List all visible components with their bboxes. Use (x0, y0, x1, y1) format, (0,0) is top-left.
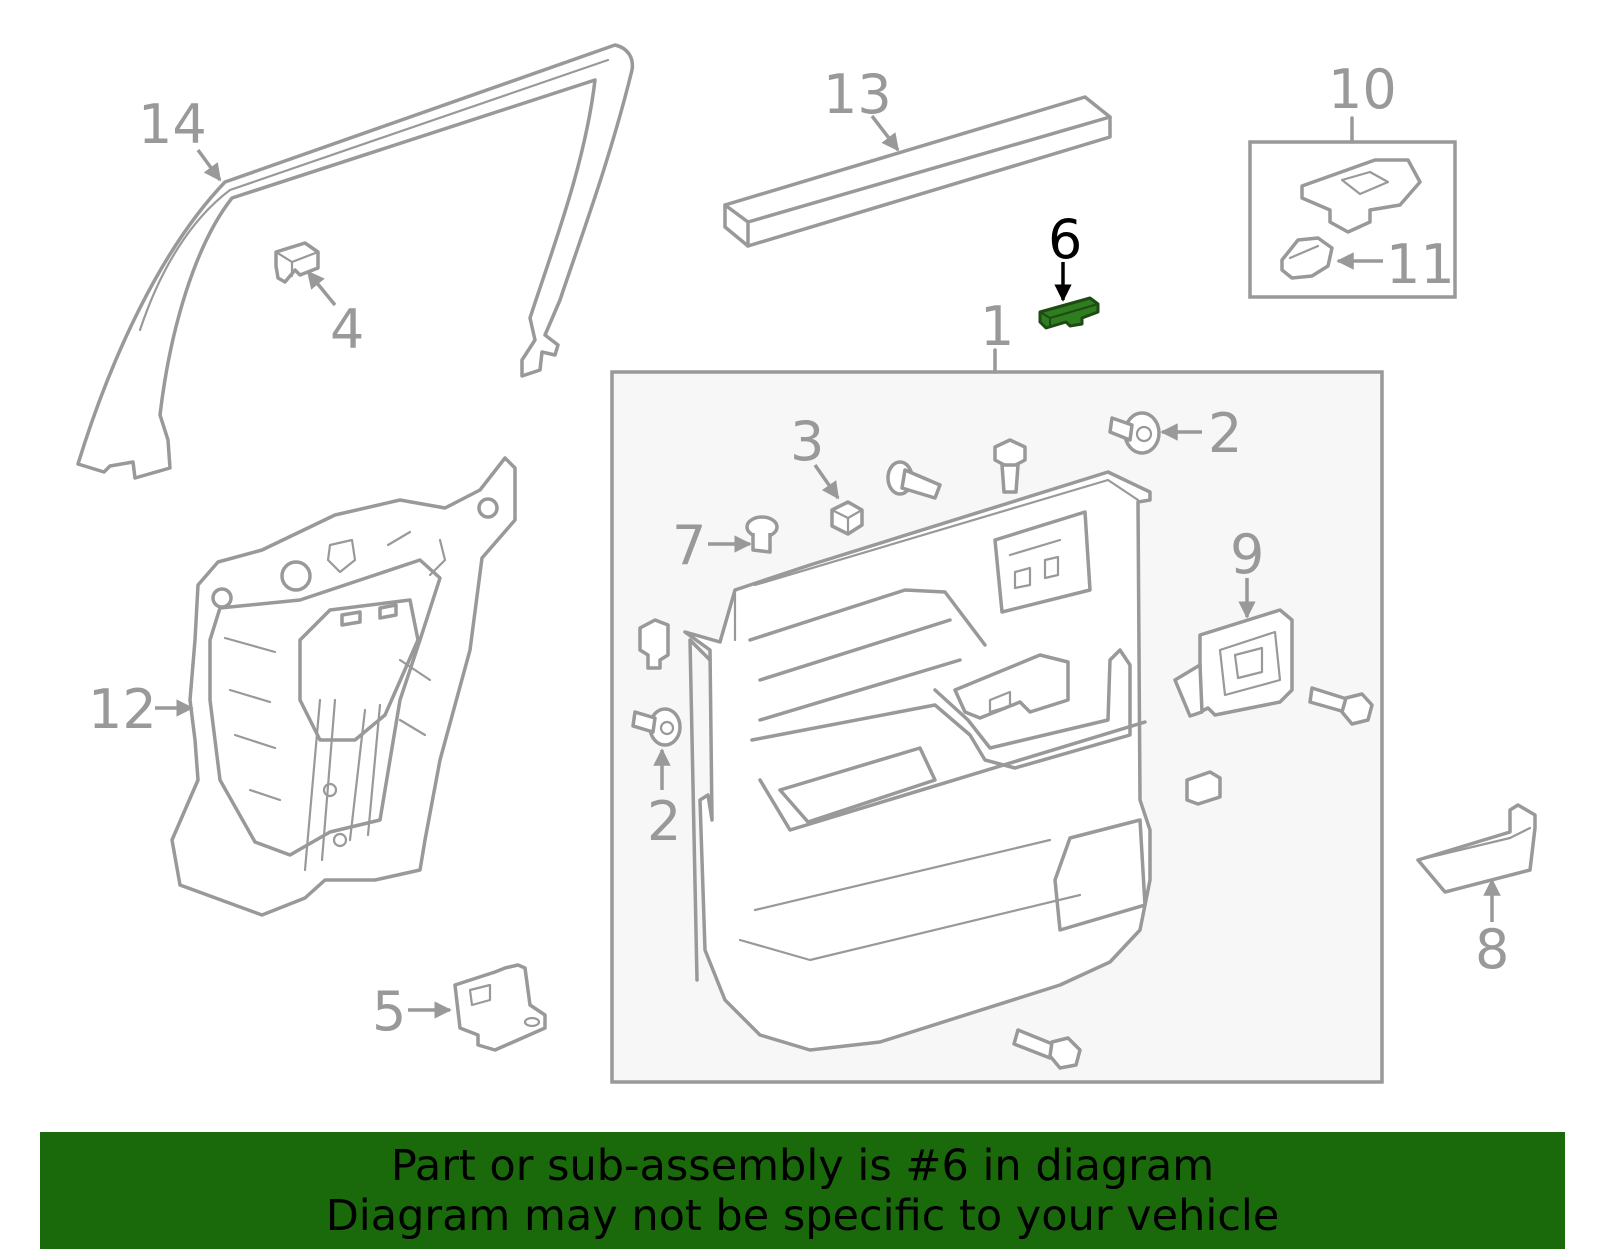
callout-2-upper: 2 (1160, 402, 1242, 465)
callout-3-label: 3 (790, 410, 824, 473)
callout-14-label: 14 (138, 93, 207, 156)
door-trim-panel (683, 470, 1152, 1052)
part-13-weatherstrip (723, 95, 1112, 248)
callout-3: 3 (790, 410, 840, 500)
part-3-nut (830, 500, 864, 536)
callout-11-label: 11 (1386, 233, 1455, 296)
part-6-highlighted[interactable] (1038, 296, 1100, 330)
callout-13-label: 13 (823, 63, 892, 126)
bolt-top-center (993, 438, 1027, 494)
callout-5: 5 (372, 980, 452, 1043)
part-11-switch-bezel (1280, 236, 1334, 280)
info-banner: Part or sub-assembly is #6 in diagram Di… (40, 1132, 1565, 1249)
callout-4: 4 (306, 270, 364, 361)
screw-top-center (886, 460, 942, 500)
part-8-lower-molding (1416, 803, 1537, 894)
clip-left (638, 618, 670, 670)
banner-line-2: Diagram may not be specific to your vehi… (325, 1190, 1280, 1241)
banner-background (40, 1132, 1565, 1249)
part-5-bracket (453, 963, 547, 1052)
callout-8: 8 (1475, 878, 1509, 981)
clip-right (1185, 770, 1222, 806)
callout-13: 13 (823, 63, 900, 152)
bolt-bottom (1012, 1028, 1082, 1070)
callout-14: 14 (138, 93, 222, 182)
callout-9-label: 9 (1230, 523, 1264, 586)
callout-2-upper-label: 2 (1208, 402, 1242, 465)
callout-6: 6 (1048, 208, 1082, 302)
bolt-right (1308, 686, 1374, 726)
part-12-inner-panel (170, 456, 517, 917)
callout-4-label: 4 (330, 298, 364, 361)
part-2-push-pin-lower (631, 707, 682, 747)
callout-2-lower-label: 2 (647, 790, 681, 853)
callout-10: 10 (1328, 58, 1397, 144)
banner-line-1: Part or sub-assembly is #6 in diagram (390, 1140, 1215, 1191)
callout-1: 1 (980, 295, 1014, 374)
callout-7: 7 (672, 514, 752, 577)
callout-1-label: 1 (980, 295, 1014, 358)
callout-9: 9 (1230, 523, 1264, 619)
part-2-push-pin-upper (1108, 411, 1161, 455)
callout-11: 11 (1336, 233, 1455, 296)
part-7-grommet (745, 515, 779, 554)
callout-2-lower: 2 (647, 748, 681, 853)
callout-6-label: 6 (1048, 208, 1082, 271)
callout-12: 12 (88, 678, 194, 741)
part-9-door-handle (1173, 608, 1294, 718)
callout-10-label: 10 (1328, 58, 1397, 121)
callout-5-label: 5 (372, 980, 406, 1043)
part-4-clip (274, 241, 320, 284)
part-14-window-frame (76, 43, 635, 480)
callout-12-label: 12 (88, 678, 157, 741)
callout-7-label: 7 (672, 514, 706, 577)
callout-8-label: 8 (1475, 918, 1509, 981)
